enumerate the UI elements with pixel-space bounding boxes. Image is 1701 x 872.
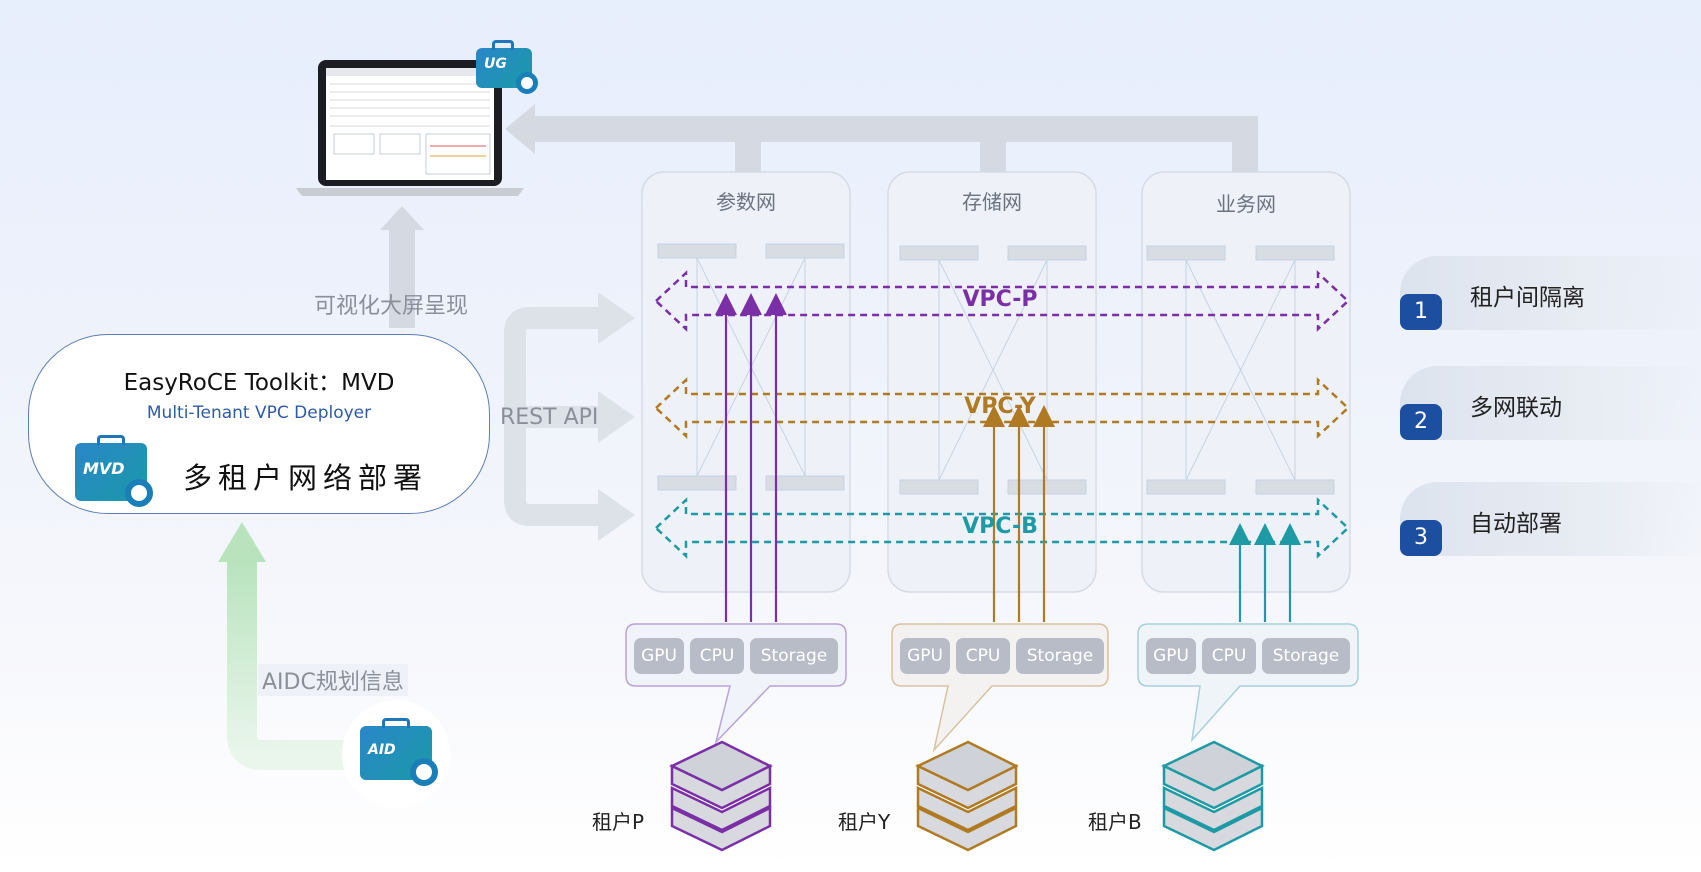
vpc-p-arrow [654,270,1350,332]
mvd-description: 多租户网络部署 [183,461,429,495]
tenant-label-b: 租户B [1088,810,1142,834]
vpc-label-b: VPC-B [962,514,1038,539]
laptop-icon [296,60,524,196]
resource-cpu-p: CPU [690,638,744,674]
feature-label: 租户间隔离 [1470,285,1585,311]
resource-cpu-y: CPU [956,638,1010,674]
tenant-b-links [1229,523,1301,622]
feature-number: 2 [1400,404,1442,440]
network-label-params: 参数网 [716,190,776,214]
mvd-subtitle: Multi-Tenant VPC Deployer [146,403,372,423]
rest-api-arrows [504,292,635,541]
visual-label: 可视化大屏呈现 [314,294,469,319]
feature-item-isolation: 1 租户间隔离 [1400,256,1701,330]
aid-icon-label: AID [368,742,396,758]
tenant-p-server [669,740,773,852]
tenant-p-links [715,293,787,622]
network-label-business: 业务网 [1216,192,1276,216]
visual-arrow [380,104,1258,328]
aidc-label: AIDC规划信息 [258,664,408,696]
resource-storage-p: Storage [750,638,838,674]
network-label-storage: 存储网 [962,190,1022,214]
vpc-y-arrow [654,377,1350,439]
feature-number: 3 [1400,520,1442,556]
mvd-title: EasyRoCE Toolkit：MVD [123,370,395,396]
resource-gpu-y: GPU [900,638,950,674]
vpc-b-arrow [654,497,1350,559]
mvd-icon-label: MVD [83,459,125,478]
aid-icon: AID [360,718,438,786]
tenant-b-server [1161,740,1265,852]
tenant-label-y: 租户Y [838,810,891,834]
resource-storage-y: Storage [1016,638,1104,674]
feature-item-auto-deploy: 3 自动部署 [1400,482,1701,556]
resource-gpu-p: GPU [634,638,684,674]
resource-cpu-b: CPU [1202,638,1256,674]
vpc-label-y: VPC-Y [964,394,1036,419]
tenant-y-server [915,740,1019,852]
feature-label: 自动部署 [1470,511,1562,537]
resource-storage-b: Storage [1262,638,1350,674]
tenant-y-links [983,405,1055,622]
aidc-arrow [218,522,355,770]
mvd-card: EasyRoCE Toolkit：MVD Multi-Tenant VPC De… [28,334,490,514]
feature-item-linkage: 2 多网联动 [1400,366,1701,440]
vpc-label-p: VPC-P [962,287,1038,312]
rest-api-label: REST API [500,405,599,430]
ug-icon: UG [476,40,538,94]
feature-number: 1 [1400,294,1442,330]
ug-icon-label: UG [484,56,507,72]
mvd-icon: MVD [75,435,153,507]
feature-label: 多网联动 [1470,395,1562,421]
tenant-label-p: 租户P [592,810,645,834]
resource-gpu-b: GPU [1146,638,1196,674]
